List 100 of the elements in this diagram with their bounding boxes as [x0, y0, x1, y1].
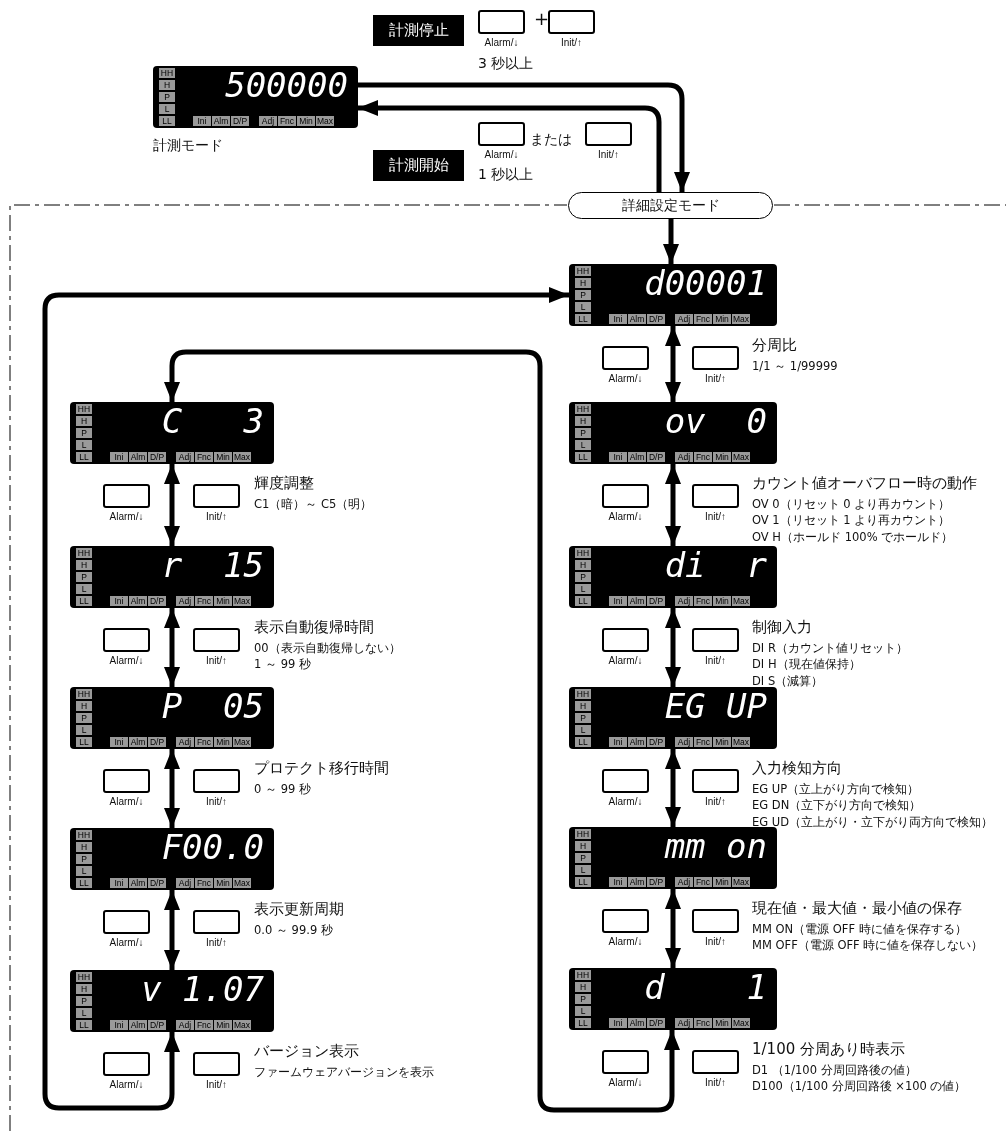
indicator-label: HH	[575, 970, 591, 980]
indicator-label: HH	[575, 689, 591, 699]
setting-option: DI R（カウント値リセット）	[752, 640, 908, 656]
indicator-label: H	[575, 416, 591, 426]
indicator-label: Max	[732, 596, 750, 606]
indicator-label: Adj	[259, 116, 277, 126]
indicator-label: HH	[76, 404, 92, 414]
indicator-label: D/P	[647, 1018, 665, 1028]
indicator-label: Alm	[212, 116, 230, 126]
indicator-label: H	[575, 278, 591, 288]
indicator-label: Adj	[675, 596, 693, 606]
indicator-label: Ini	[110, 737, 128, 747]
display-reading: 500000	[224, 64, 348, 107]
display-reading: v 1.07	[140, 968, 264, 1011]
indicator-label: D/P	[647, 314, 665, 324]
indicator-label: H	[76, 416, 92, 426]
setting-option: 00（表示自動復帰しない）	[254, 640, 401, 656]
indicator-label: Adj	[176, 452, 194, 462]
indicator-label: Min	[713, 877, 731, 887]
arrow	[665, 464, 681, 546]
indicator-label: Ini	[110, 878, 128, 888]
setting-option: OV H（ホールド 100% でホールド）	[752, 529, 954, 545]
setting-option: 0 ～ 99 秒	[254, 781, 311, 797]
indicator-label: LL	[575, 452, 591, 462]
indicator-label: Fnc	[195, 1020, 213, 1030]
display-reading: C 3	[160, 400, 264, 443]
arrow	[164, 890, 180, 970]
setting-title: 1/100 分周あり時表示	[752, 1040, 905, 1059]
indicator-label: Max	[233, 737, 251, 747]
indicator-label: L	[575, 725, 591, 735]
key-label: Init/↑	[204, 937, 229, 949]
setting-title: カウント値オーバフロー時の動作	[752, 474, 977, 493]
indicator-label: Fnc	[694, 737, 712, 747]
indicator-label: D/P	[231, 116, 249, 126]
key-label: Init/↑	[703, 936, 728, 948]
indicator-label: H	[575, 982, 591, 992]
indicator-label: H	[575, 560, 591, 570]
indicator-label: Alm	[129, 1020, 147, 1030]
setting-option: ファームウェアバージョンを表示	[254, 1064, 434, 1080]
indicator-label: D/P	[148, 737, 166, 747]
led-display	[569, 402, 777, 464]
setting-title: 表示更新周期	[254, 900, 344, 919]
indicator-label: Min	[214, 452, 232, 462]
indicator-label: P	[575, 853, 591, 863]
display-reading: d00001	[643, 262, 767, 305]
indicator-label: Fnc	[195, 596, 213, 606]
indicator-label: P	[575, 428, 591, 438]
key-label: Alarm/↓	[607, 511, 644, 523]
indicator-label: Ini	[609, 737, 627, 747]
setting-option: DI H（現在値保持）	[752, 657, 861, 672]
note-text: 1 秒以上	[478, 166, 534, 184]
indicator-label: LL	[575, 314, 591, 324]
indicator-label: Ini	[110, 1020, 128, 1030]
display-reading: di r	[663, 544, 767, 587]
indicator-label: L	[76, 866, 92, 876]
led-display	[569, 968, 777, 1030]
key-label: Init/↑	[204, 1079, 229, 1091]
setting-option: 1/1 ～ 1/99999	[752, 358, 838, 374]
indicator-label: D/P	[148, 452, 166, 462]
key-label: Alarm/↓	[607, 936, 644, 948]
led-display	[569, 687, 777, 749]
indicator-label: H	[76, 984, 92, 994]
mode-pill: 詳細設定モード	[568, 192, 773, 219]
led-display	[70, 687, 274, 749]
indicator-label: L	[76, 1008, 92, 1018]
indicator-label: Ini	[609, 452, 627, 462]
indicator-label: LL	[575, 737, 591, 747]
indicator-label: P	[76, 572, 92, 582]
mode-label: 計測停止	[373, 15, 464, 46]
key-label: Alarm/↓	[607, 655, 644, 667]
note-text: または	[530, 131, 572, 149]
indicator-label: Alm	[628, 877, 646, 887]
setting-title: バージョン表示	[254, 1042, 359, 1061]
indicator-label: D/P	[647, 596, 665, 606]
indicator-label: Max	[233, 452, 251, 462]
indicator-label: Ini	[609, 877, 627, 887]
led-display	[569, 546, 777, 608]
key-label: Init/↑	[204, 796, 229, 808]
indicator-label: Max	[233, 1020, 251, 1030]
setting-title: 制御入力	[752, 618, 812, 637]
indicator-label: Min	[713, 737, 731, 747]
indicator-label: HH	[575, 829, 591, 839]
key-label: Init/↑	[204, 655, 229, 667]
key-label: Alarm/↓	[483, 149, 520, 161]
indicator-label: Adj	[675, 452, 693, 462]
led-display	[70, 828, 274, 890]
display-reading: P 05	[160, 685, 264, 728]
indicator-label: Max	[732, 314, 750, 324]
arrow	[358, 100, 662, 192]
indicator-label: P	[575, 290, 591, 300]
indicator-label: Adj	[675, 737, 693, 747]
note-text: 3 秒以上	[478, 55, 534, 73]
note-text: +	[534, 8, 550, 29]
indicator-label: LL	[159, 116, 175, 126]
led-display	[70, 970, 274, 1032]
key-label: Alarm/↓	[483, 37, 520, 49]
arrow	[164, 608, 180, 687]
indicator-label: Alm	[129, 878, 147, 888]
indicator-label: D/P	[148, 1020, 166, 1030]
indicator-label: L	[575, 865, 591, 875]
